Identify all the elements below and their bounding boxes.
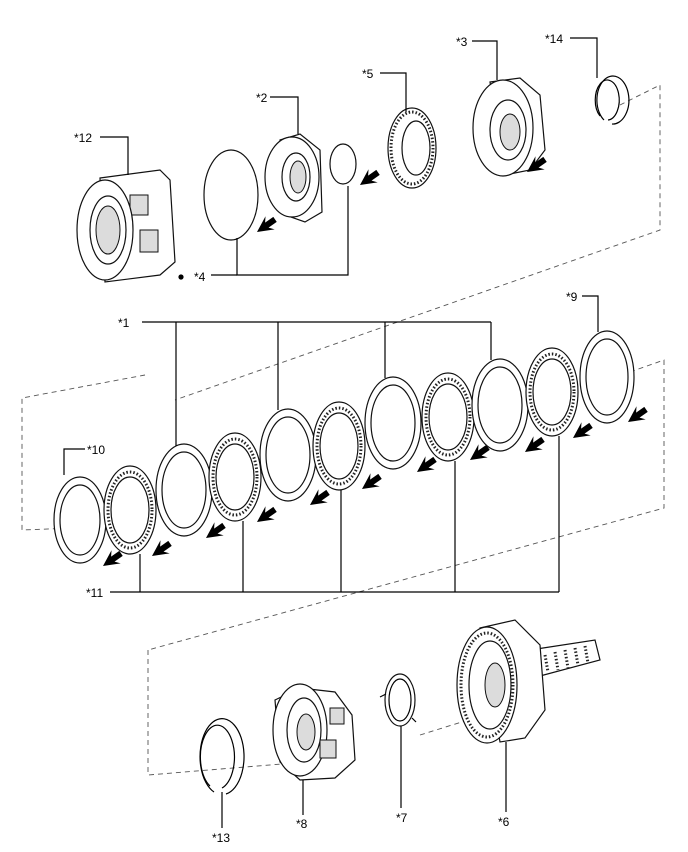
- clutch-disc-2: [208, 432, 262, 522]
- part-6-ring-gear-shaft: [456, 619, 601, 744]
- clutch-disc-4: [421, 372, 475, 462]
- clutch-plate-2: [259, 408, 317, 502]
- label-9: *9: [566, 290, 578, 304]
- clutch-plate-1: [155, 443, 213, 537]
- part-8-planetary-carrier: [272, 683, 356, 781]
- leader-11: [110, 436, 560, 593]
- part-14-snap-ring: [594, 75, 630, 125]
- clutch-disc-5: [525, 347, 579, 437]
- apply-fluid-arrow-icon: [305, 485, 333, 512]
- label-2: *2: [256, 91, 268, 105]
- part-13-snap-ring: [199, 718, 245, 795]
- apply-fluid-arrow-icon: [147, 536, 175, 563]
- leader-9: [582, 295, 599, 332]
- part-2-piston: [264, 133, 323, 223]
- leader-4: [236, 186, 349, 276]
- projection-lines: [21, 84, 665, 776]
- part-3-drum: [472, 77, 546, 177]
- part-9-flange: [579, 330, 635, 424]
- clutch-disc-3: [312, 401, 366, 491]
- part-10-flange: [53, 476, 107, 564]
- label-14: *14: [545, 32, 563, 46]
- clutch-plate-4: [471, 358, 529, 452]
- label-7: *7: [396, 811, 408, 825]
- bullet-dot-icon: [178, 274, 184, 280]
- apply-fluid-arrow-icon: [357, 469, 385, 496]
- leader-12: [100, 136, 129, 175]
- leader-3: [472, 40, 498, 80]
- apply-fluid-arrow-icon: [355, 165, 383, 192]
- part-5-one-way-clutch: [387, 107, 437, 189]
- leader-14: [570, 37, 598, 78]
- part-4-o-ring-large: [203, 149, 259, 241]
- label-1: *1: [118, 316, 130, 330]
- part-12-housing: [76, 169, 176, 283]
- leader-2: [270, 96, 299, 134]
- apply-fluid-arrow-icon: [520, 432, 548, 459]
- part-4-o-ring-small: [329, 143, 357, 185]
- label-5: *5: [362, 67, 374, 81]
- clutch-disc-1: [103, 465, 157, 555]
- label-3: *3: [456, 35, 468, 49]
- apply-fluid-arrow-icon: [201, 518, 229, 545]
- label-8: *8: [296, 817, 308, 831]
- label-6: *6: [498, 815, 510, 829]
- apply-fluid-arrow-icon: [252, 212, 280, 239]
- label-4: *4: [194, 270, 206, 284]
- leader-1: [142, 321, 492, 446]
- leader-5: [380, 72, 407, 112]
- label-12: *12: [74, 131, 92, 145]
- label-13: *13: [212, 831, 230, 845]
- label-10: *10: [87, 443, 105, 457]
- leader-10: [63, 448, 85, 475]
- label-11: *11: [86, 586, 103, 600]
- apply-fluid-arrow-icon: [252, 502, 280, 529]
- part-7-thrust-ring: [379, 673, 417, 727]
- apply-fluid-arrow-icon: [568, 418, 596, 445]
- apply-fluid-arrow-icon: [412, 452, 440, 479]
- clutch-plate-3: [364, 376, 422, 470]
